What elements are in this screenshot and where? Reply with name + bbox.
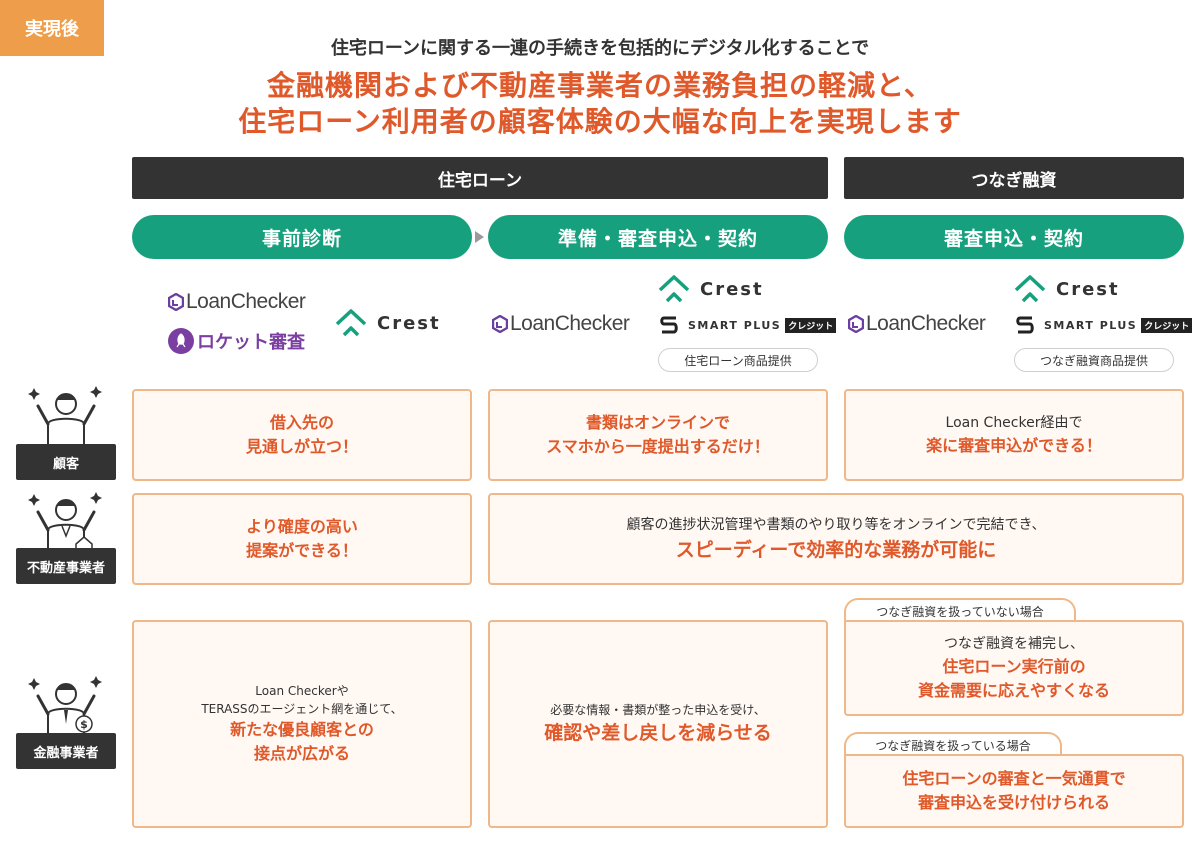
- category-bridge-loan: つなぎ融資: [844, 157, 1184, 199]
- headline-line-1: 金融機関および不動産事業者の業務負担の軽減と、: [267, 69, 933, 102]
- smart-plus-mark-icon: [1016, 316, 1034, 334]
- financial-pre-diagnosis-box: Loan Checkerや TERASSのエージェント網を通じて、 新たな優良顧…: [132, 620, 472, 828]
- crest-logo-2: Crest: [658, 274, 764, 304]
- loan-checker-logo: LoanChecker: [168, 290, 306, 314]
- step-prep-apply-contract: 準備・審査申込・契約: [488, 215, 828, 259]
- customer-pre-diagnosis-box: 借入先の 見通しが立つ！: [132, 389, 472, 481]
- realestate-pre-diagnosis-box: より確度の高い 提案ができる！: [132, 493, 472, 585]
- no-bridge-loan-tab: つなぎ融資を扱っていない場合: [844, 598, 1076, 622]
- realestate-wide-box: 顧客の進捗状況管理や書類のやり取り等をオンラインで完結でき、 スピーディーで効率…: [488, 493, 1184, 585]
- arrow-right-icon: [475, 231, 484, 243]
- crest-logo-3: Crest: [1014, 274, 1120, 304]
- housing-product-pill: 住宅ローン商品提供: [658, 348, 818, 372]
- role-financial-label: 金融事業者: [16, 733, 116, 769]
- loan-checker-logo-3: LoanChecker: [848, 312, 986, 336]
- realestate-person-icon: [24, 490, 108, 554]
- lead-text: 住宅ローンに関する一連の手続きを包括的にデジタル化することで: [330, 38, 870, 59]
- financial-no-bridge-box: つなぎ融資を補完し、 住宅ローン実行前の 資金需要に応えやすくなる: [844, 620, 1184, 716]
- step-apply-contract: 審査申込・契約: [844, 215, 1184, 259]
- svg-text:$: $: [80, 718, 88, 731]
- loan-checker-logo-2: LoanChecker: [492, 312, 630, 336]
- crest-mark-icon: [1014, 275, 1046, 303]
- financial-has-bridge-box: 住宅ローンの審査と一気通貫で 審査申込を受け付けられる: [844, 754, 1184, 828]
- loan-checker-mark-icon: [168, 293, 184, 311]
- bridge-product-pill: つなぎ融資商品提供: [1014, 348, 1174, 372]
- customer-prep-box: 書類はオンラインで スマホから一度提出するだけ！: [488, 389, 828, 481]
- crest-logo: Crest: [335, 308, 441, 338]
- smart-plus-mark-icon: [660, 316, 678, 334]
- category-housing-loan: 住宅ローン: [132, 157, 828, 199]
- loan-checker-mark-icon: [848, 315, 864, 333]
- rocket-icon: [168, 328, 194, 354]
- headline-line-2: 住宅ローン利用者の顧客体験の大幅な向上を実現します: [238, 105, 962, 138]
- financial-prep-box: 必要な情報・書類が整った申込を受け、 確認や差し戻しを減らせる: [488, 620, 828, 828]
- rocket-review-logo: ロケット審査: [168, 328, 305, 354]
- step-pre-diagnosis: 事前診断: [132, 215, 472, 259]
- role-realestate-label: 不動産事業者: [16, 548, 116, 584]
- status-tag: 実現後: [0, 0, 104, 56]
- crest-mark-icon: [335, 309, 367, 337]
- crest-mark-icon: [658, 275, 690, 303]
- has-bridge-loan-tab: つなぎ融資を扱っている場合: [844, 732, 1062, 756]
- loan-checker-mark-icon: [492, 315, 508, 333]
- customer-person-icon: [24, 384, 108, 448]
- smart-plus-logo-2: SMART PLUS クレジット: [1014, 314, 1193, 336]
- financial-person-icon: $: [24, 674, 108, 738]
- smart-plus-logo: SMART PLUS クレジット: [658, 314, 837, 336]
- customer-bridge-box: Loan Checker経由で 楽に審査申込ができる！: [844, 389, 1184, 481]
- role-customer-label: 顧客: [16, 444, 116, 480]
